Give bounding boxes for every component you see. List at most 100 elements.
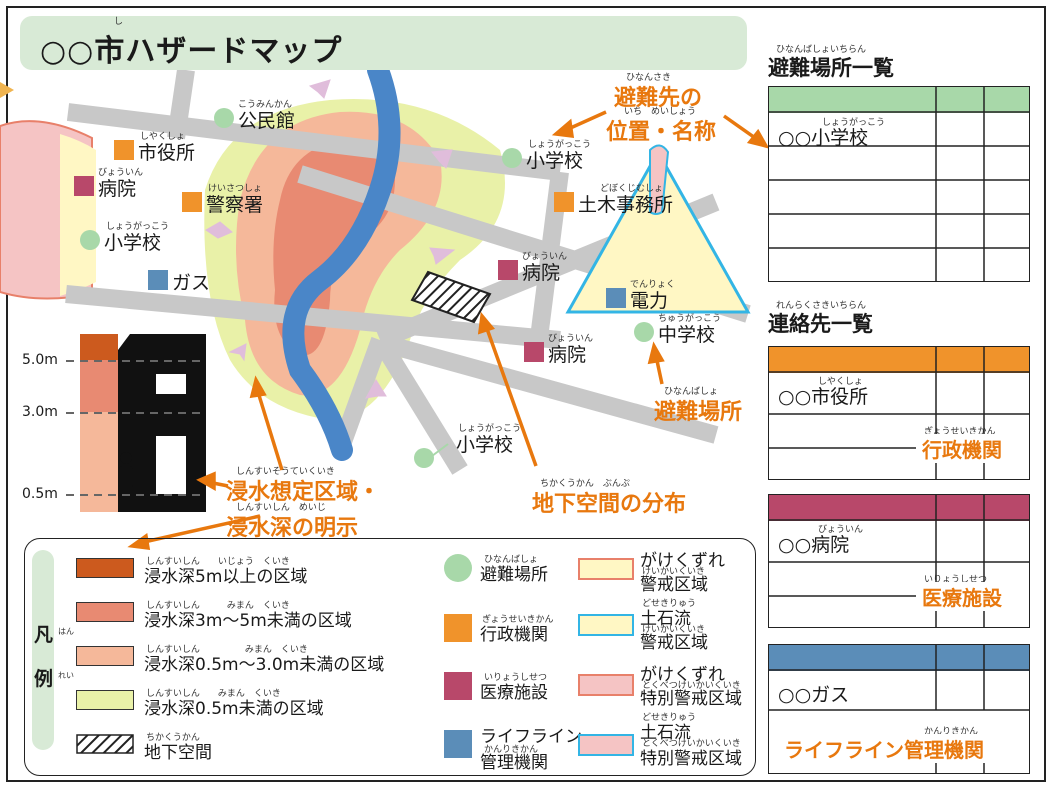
legend-ruby: ぎょうせいきかん: [482, 615, 554, 625]
legend-ruby: とくべつけいかいくいき: [642, 739, 741, 749]
legend-depth-5m: 浸水深5m以上の区域: [144, 567, 308, 587]
place-denryoku: 電力: [630, 290, 669, 312]
contact-lifeline-category: ライフライン管理機関: [780, 734, 988, 763]
annotation-ruby: ひなんさき: [626, 73, 672, 83]
admin-marker-keisatsu: [182, 192, 202, 212]
place-ruby: こうみんかん: [238, 100, 293, 110]
contact-lifeline-name: ○○ガス: [778, 684, 850, 706]
place-ruby: びょういん: [548, 334, 594, 344]
legend-debris-special-2: 特別警戒区域: [640, 749, 742, 769]
place-ruby: しょうがっこう: [106, 222, 170, 232]
legend-title-1: 凡: [34, 624, 54, 646]
annotation-ruby: ひなんばしょ: [664, 387, 719, 397]
legend-landslide-2: 警戒区域: [640, 575, 708, 595]
title-ruby: し: [114, 17, 124, 27]
legend-ruby: いりょうしせつ: [484, 673, 548, 683]
legend-ruby: ちかくうかん: [146, 733, 200, 743]
legend-swatch-landslide-special: [578, 674, 634, 696]
place-shogakko3: 小学校: [456, 434, 514, 456]
contact-category-ruby: ぎょうせいきかん: [924, 427, 996, 437]
depth-label-05m: 0.5m: [22, 486, 58, 502]
place-ruby: しょうがっこう: [458, 424, 522, 434]
evac-list-header: [769, 87, 1029, 113]
place-byoin1: 病院: [98, 178, 137, 200]
evac-title-ruby: ひなんばしょいちらん: [776, 45, 867, 55]
contact-medical-category: 医療施設: [920, 582, 1004, 611]
place-ruby: どぼくじむしょ: [600, 184, 664, 194]
contact-category-ruby: かんりきかん: [924, 727, 979, 737]
place-chugakko: 中学校: [658, 324, 716, 346]
annotation-underground: 地下空間の分布: [532, 492, 687, 517]
place-byoin2: 病院: [522, 262, 561, 284]
admin-marker-doboku: [554, 192, 574, 212]
place-kominkan: 公民館: [238, 110, 296, 132]
legend-title-ruby: はん: [58, 627, 74, 636]
title-bar: [20, 16, 747, 70]
shelter-marker-chugakko: [634, 322, 654, 342]
legend-title-2: 例: [34, 668, 54, 690]
building-window-bottom: [156, 436, 186, 494]
shelter-marker-shogakko2: [502, 148, 522, 168]
legend-icon-shelter: [444, 554, 472, 582]
annotation-ruby: しんすいそうていくいき: [236, 467, 335, 477]
place-ruby: でんりょく: [630, 280, 676, 290]
legend-swatch-landslide: [578, 558, 634, 580]
contact-title-ruby: れんらくさきいちらん: [776, 301, 867, 311]
legend-medical: 医療施設: [480, 683, 548, 703]
legend-debris-2: 警戒区域: [640, 633, 708, 653]
legend-depth-05m: 浸水深0.5m～3.0m未満の区域: [144, 655, 385, 675]
legend-swatch-debris: [578, 614, 634, 636]
medical-marker-byoin3: [524, 342, 544, 362]
legend-swatch-depth-5m: [76, 558, 134, 578]
depth-label-3m: 3.0m: [22, 404, 58, 420]
contact-name-ruby: しやくしょ: [818, 377, 863, 387]
legend-ruby: しんすいしん いじょう くいき: [146, 557, 290, 567]
place-shogakko1: 小学校: [104, 232, 162, 254]
lifeline-marker-denryoku: [606, 288, 626, 308]
admin-marker-shiyakusho: [114, 140, 134, 160]
contact-admin-name: ○○市役所: [778, 386, 869, 408]
debris-flow-special-zone: [649, 144, 670, 215]
legend-debris-special-1: 土石流: [640, 723, 691, 743]
place-ruby: びょういん: [98, 168, 144, 178]
annotation-shelter: 避難場所: [654, 400, 743, 425]
medical-marker-byoin2: [498, 260, 518, 280]
legend-ruby: しんすいしん みまん くいき: [146, 601, 290, 611]
legend-landslide-special-1: がけくずれ: [640, 665, 725, 685]
place-doboku: 土木事務所: [578, 194, 674, 216]
river: [282, 59, 401, 461]
place-byoin3: 病院: [548, 344, 587, 366]
legend-depth-under05m: 浸水深0.5m未満の区域: [144, 699, 324, 719]
building-window-top: [156, 374, 186, 394]
evac-first-ruby: しょうがっこう: [822, 118, 886, 128]
legend-ruby: どせきりゅう: [642, 599, 697, 609]
legend-admin: 行政機関: [480, 625, 548, 645]
underground-space: [410, 270, 492, 324]
legend-swatch-depth-3m: [76, 602, 134, 622]
map-frame: [6, 6, 1046, 782]
legend-shelter: 避難場所: [480, 565, 548, 585]
legend-lifeline-2: 管理機関: [480, 753, 548, 773]
contact-category-ruby: いりょうしせつ: [924, 575, 988, 585]
annotation-shelter-location-1: 避難先の: [614, 86, 703, 111]
place-keisatsu: 警察署: [206, 194, 264, 216]
contact-panel-admin-header: [769, 347, 1029, 373]
legend-lifeline-1: ライフライン: [480, 727, 582, 747]
lifeline-marker-gas: [148, 270, 168, 290]
place-shogakko2: 小学校: [526, 150, 584, 172]
legend-landslide-1: がけくずれ: [640, 551, 725, 571]
contact-name-ruby: びょういん: [818, 525, 864, 535]
legend-ruby: しんすいしん みまん くいき: [146, 645, 308, 655]
legend-icon-lifeline: [444, 730, 472, 758]
legend-ruby: どせきりゅう: [642, 713, 697, 723]
legend-ruby: かんりきかん: [484, 745, 539, 755]
contact-panel-lifeline-header: [769, 645, 1029, 671]
contact-admin-category: 行政機関: [920, 434, 1004, 463]
legend-ruby: とくべつけいかいくいき: [642, 681, 741, 691]
landslide-warning-zone: [60, 134, 96, 296]
debris-flow-zone: [565, 148, 751, 314]
annotation-shelter-location-2: 位置・名称: [606, 120, 717, 145]
contact-medical-name: ○○病院: [778, 534, 850, 556]
place-ruby: ちゅうがっこう: [658, 314, 722, 324]
shelter-marker-shogakko3: [414, 448, 434, 468]
